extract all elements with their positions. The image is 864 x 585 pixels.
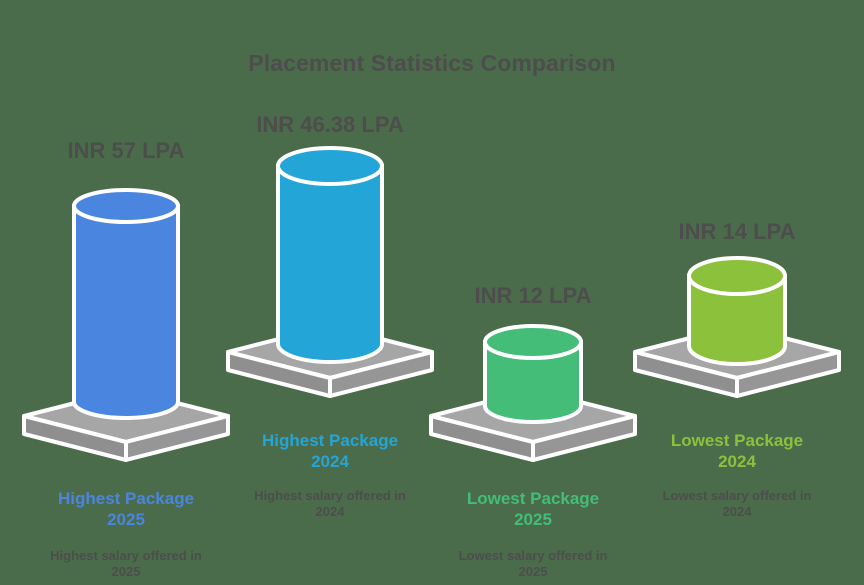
bar-caption-4: Lowest Package 2024	[670, 431, 804, 471]
cylinder-bar-3	[481, 324, 585, 436]
value-label-4: INR 14 LPA	[678, 219, 796, 244]
value-label-1: INR 57 LPA	[67, 138, 185, 163]
value-label-3: INR 12 LPA	[474, 283, 592, 308]
cylinder-bar-1	[70, 188, 182, 430]
cylinder-bar-4	[685, 256, 789, 378]
bar-caption-2: Highest Package 2024	[261, 431, 399, 471]
pedestal-base-3	[427, 386, 639, 462]
chart-title: Placement Statistics Comparison	[248, 50, 616, 76]
bar-description-4: Lowest salary offered in 2024	[662, 488, 812, 520]
bar-description-3: Lowest salary offered in 2025	[458, 548, 608, 580]
bar-caption-3: Lowest Package 2025	[466, 489, 600, 529]
bar-description-1: Highest salary offered in 2025	[50, 548, 202, 580]
bar-description-2: Highest salary offered in 2024	[254, 488, 406, 520]
cylinder-bar-2	[274, 146, 386, 374]
bar-caption-1: Highest Package 2025	[57, 489, 195, 529]
value-label-2: INR 46.38 LPA	[256, 112, 404, 137]
